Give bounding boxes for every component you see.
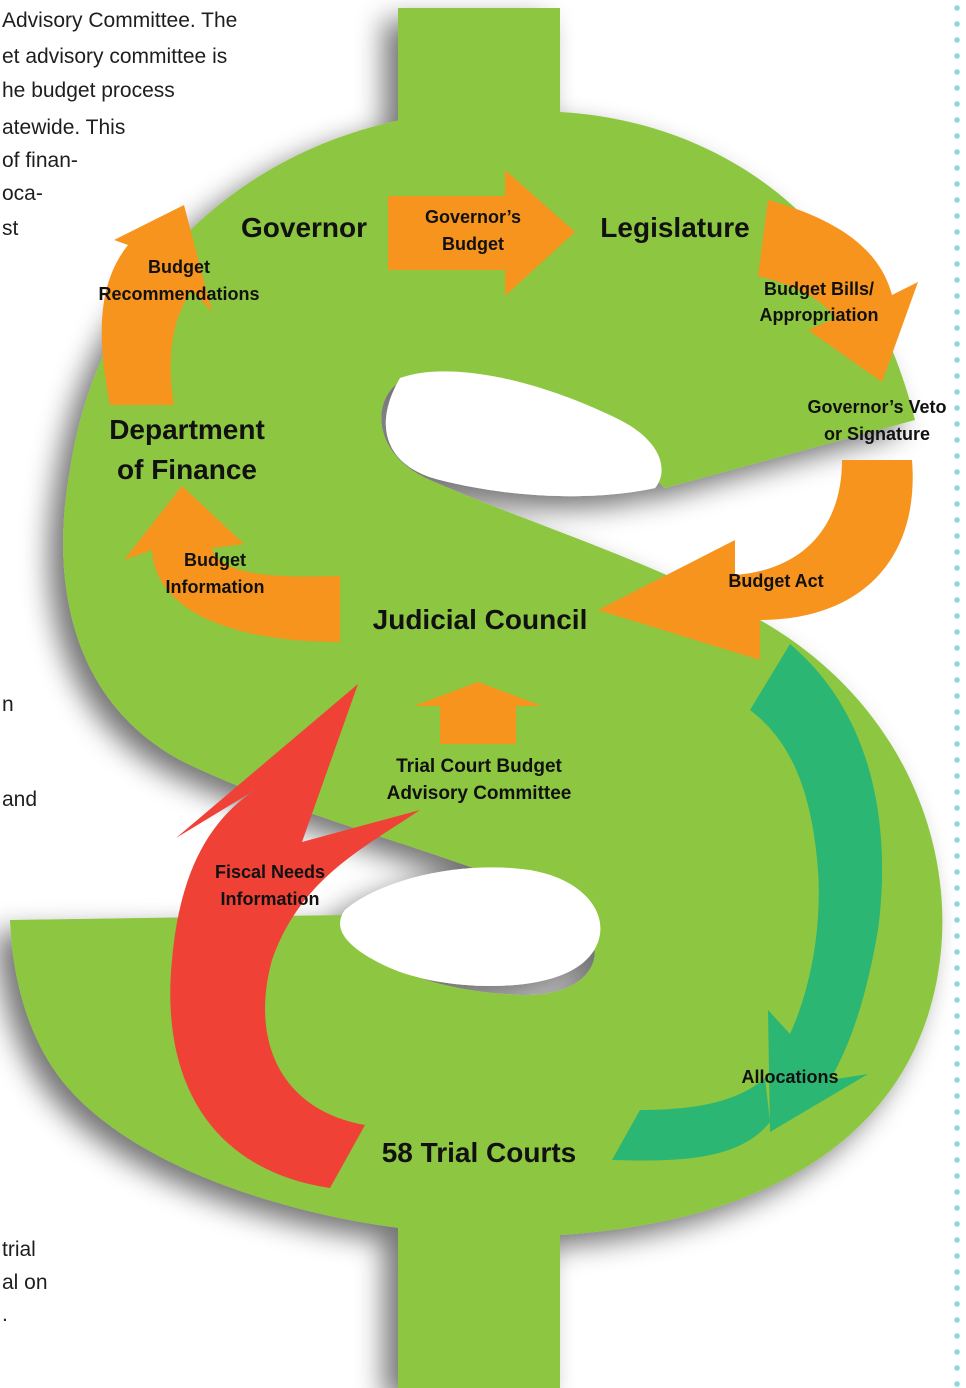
fiscal-needs-label-2: Information <box>220 889 320 909</box>
veto-signature-label-2: or Signature <box>823 424 930 444</box>
budget-information-label-2: Information <box>165 577 265 597</box>
body-text-line: trial <box>2 1238 36 1261</box>
governors-budget-label-1: Governor’s <box>424 207 522 227</box>
tcbac-up-arrow <box>414 682 542 744</box>
body-text-line: st <box>2 217 19 240</box>
body-text-line: Advisory Committee. The <box>2 9 238 32</box>
budget-bills-arrow <box>758 200 918 382</box>
body-text-line: of finan- <box>2 149 78 172</box>
governors-budget-arrow <box>388 170 575 296</box>
body-text-line: n <box>2 693 14 716</box>
body-text-line: oca- <box>2 182 43 205</box>
dotted-border <box>952 0 962 1388</box>
fiscal-needs-label-1: Fiscal Needs <box>214 862 326 882</box>
budget-bills-label-1: Budget Bills/ <box>763 279 874 299</box>
tcbac-label-1: Trial Court Budget <box>396 756 562 777</box>
tcbac-label-2: Advisory Committee <box>386 783 572 804</box>
governor-label: Governor <box>240 212 368 243</box>
trial-courts-label: 58 Trial Courts <box>381 1137 577 1168</box>
body-text-line: . <box>2 1303 8 1326</box>
body-text-line: atewide. This <box>2 116 126 139</box>
budget-recommendations-label-2: Recommendations <box>98 284 260 304</box>
department-of-finance-label-1: Department <box>109 414 265 445</box>
veto-signature-label-1: Governor’s Veto <box>807 397 947 417</box>
legislature-label: Legislature <box>600 212 750 243</box>
department-of-finance-label-2: of Finance <box>116 454 257 485</box>
budget-information-label-1: Budget <box>184 550 246 570</box>
body-text-line: al on <box>2 1271 48 1294</box>
budget-information-arrow <box>124 486 340 642</box>
fiscal-needs-arrow <box>170 684 420 1188</box>
allocations-label: Allocations <box>741 1067 839 1087</box>
allocations-arrow <box>612 644 883 1161</box>
budget-recommendations-arrow <box>101 205 212 405</box>
budget-bills-label-2: Appropriation <box>759 305 879 325</box>
budget-act-arrow <box>598 460 913 660</box>
judicial-council-label: Judicial Council <box>372 604 588 635</box>
body-text-line: and <box>2 788 38 811</box>
governors-budget-label-2: Budget <box>442 234 504 254</box>
budget-act-label: Budget Act <box>728 571 824 591</box>
body-text-line: et advisory committee is <box>2 45 228 68</box>
body-text-line: he budget process <box>2 79 175 102</box>
budget-recommendations-label-1: Budget <box>148 257 210 277</box>
